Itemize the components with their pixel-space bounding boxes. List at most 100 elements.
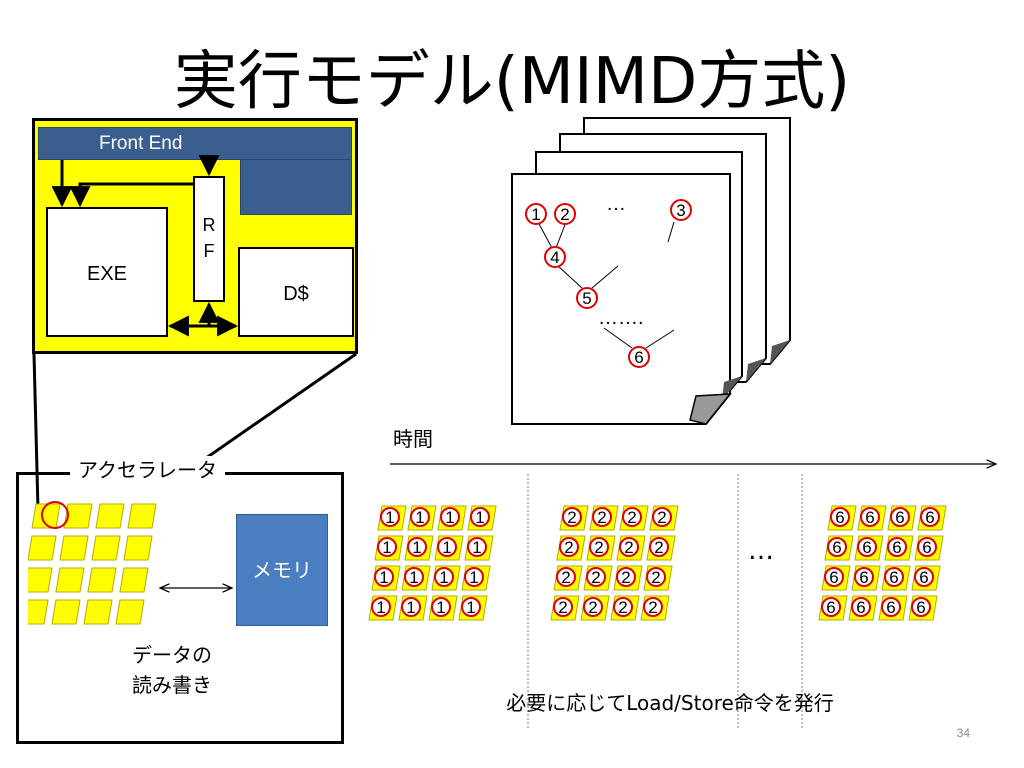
thread-number: 1: [385, 508, 394, 527]
thread-marker: [821, 597, 841, 617]
thread-number: 2: [627, 508, 636, 527]
memory-block: メモリ: [236, 514, 328, 626]
thread-number: 1: [379, 568, 388, 587]
thread-marker: [461, 597, 481, 617]
thread-marker: [857, 537, 877, 557]
svg-text:6: 6: [634, 348, 643, 367]
dag-node-1: 1: [525, 203, 547, 225]
thread-marker: [622, 507, 642, 527]
svg-text:2: 2: [560, 205, 569, 224]
thread-number: 1: [439, 568, 448, 587]
thread-marker: [830, 507, 850, 527]
thread-marker: [556, 567, 576, 587]
register-file-unit: R F: [193, 176, 225, 302]
thread-marker: [851, 597, 871, 617]
thread-number: 1: [412, 538, 421, 557]
thread-marker: [646, 567, 666, 587]
thread-marker: [911, 597, 931, 617]
thread-number: 2: [648, 598, 657, 617]
accelerator-core: [95, 503, 125, 529]
thread-marker: [824, 567, 844, 587]
dag-node-2: 2: [554, 203, 576, 225]
dag-node-3: 3: [670, 199, 692, 221]
thread-number: 1: [442, 538, 451, 557]
thread-number: 6: [862, 538, 871, 557]
thread-marker: [586, 567, 606, 587]
thread-number: 6: [829, 568, 838, 587]
thread-marker: [619, 537, 639, 557]
exe-label: EXE: [86, 263, 128, 285]
thread-number: 1: [469, 568, 478, 587]
thread-number: 6: [886, 598, 895, 617]
thread-number: 6: [916, 598, 925, 617]
thread-number: 1: [475, 508, 484, 527]
thread-number: 6: [925, 508, 934, 527]
svg-text:3: 3: [676, 201, 685, 220]
thread-number: 6: [835, 508, 844, 527]
front-end-unit: Front End: [38, 127, 352, 160]
thread-marker: [592, 507, 612, 527]
thread-marker: [917, 537, 937, 557]
accelerator-core: [115, 599, 145, 625]
zoom-line-left: [32, 353, 40, 511]
thread-number: 1: [409, 568, 418, 587]
thread-marker: [920, 507, 940, 527]
dag-ellipsis-bottom: …….: [598, 307, 644, 329]
data-rw-label: データの 読み書き: [132, 643, 212, 697]
thread-number: 2: [588, 598, 597, 617]
accelerator-core: [91, 535, 121, 561]
thread-marker: [860, 507, 880, 527]
dag-node-5: 5: [576, 287, 598, 309]
thread-marker: [407, 537, 427, 557]
thread-number: 6: [865, 508, 874, 527]
thread-number: 1: [415, 508, 424, 527]
thread-number: 2: [564, 538, 573, 557]
thread-number: 6: [826, 598, 835, 617]
thread-marker: [616, 567, 636, 587]
accelerator-label: アクセラレータ: [70, 456, 225, 484]
thread-number: 1: [382, 538, 391, 557]
page-number: 34: [956, 726, 970, 740]
thread-marker: [380, 507, 400, 527]
dag-node-4: 4: [544, 246, 566, 268]
thread-marker: [884, 567, 904, 587]
accelerator-core: [28, 567, 53, 593]
dag-node-6: 6: [628, 346, 650, 368]
svg-text:4: 4: [550, 248, 559, 267]
accelerator-core: [63, 503, 93, 529]
thread-number: 1: [472, 538, 481, 557]
dag-nodes: 1 2 3 4 5 6: [525, 199, 692, 368]
thread-marker: [470, 507, 490, 527]
accelerator-core: [127, 503, 157, 529]
thread-marker: [371, 597, 391, 617]
thread-marker: [434, 567, 454, 587]
accelerator-core: [51, 599, 81, 625]
thread-marker: [881, 597, 901, 617]
memory-label: メモリ: [252, 558, 312, 582]
dcache-label: D$: [283, 283, 309, 305]
thread-marker: [562, 507, 582, 527]
timeline-ellipsis: …: [748, 536, 774, 566]
rf-label: R F: [202, 215, 216, 261]
thread-marker: [553, 597, 573, 617]
thread-marker: [652, 507, 672, 527]
thread-marker: [887, 537, 907, 557]
thread-marker: [559, 537, 579, 557]
svg-text:5: 5: [582, 289, 591, 308]
thread-marker: [404, 567, 424, 587]
thread-number: 2: [561, 568, 570, 587]
thread-marker: [437, 537, 457, 557]
thread-number: 2: [654, 538, 663, 557]
thread-marker: [440, 507, 460, 527]
thread-number: 1: [466, 598, 475, 617]
thread-number: 6: [859, 568, 868, 587]
page-stack: [511, 117, 791, 425]
thread-marker: [890, 507, 910, 527]
thread-number: 2: [597, 508, 606, 527]
thread-number: 2: [621, 568, 630, 587]
thread-marker: [854, 567, 874, 587]
thread-number: 1: [406, 598, 415, 617]
